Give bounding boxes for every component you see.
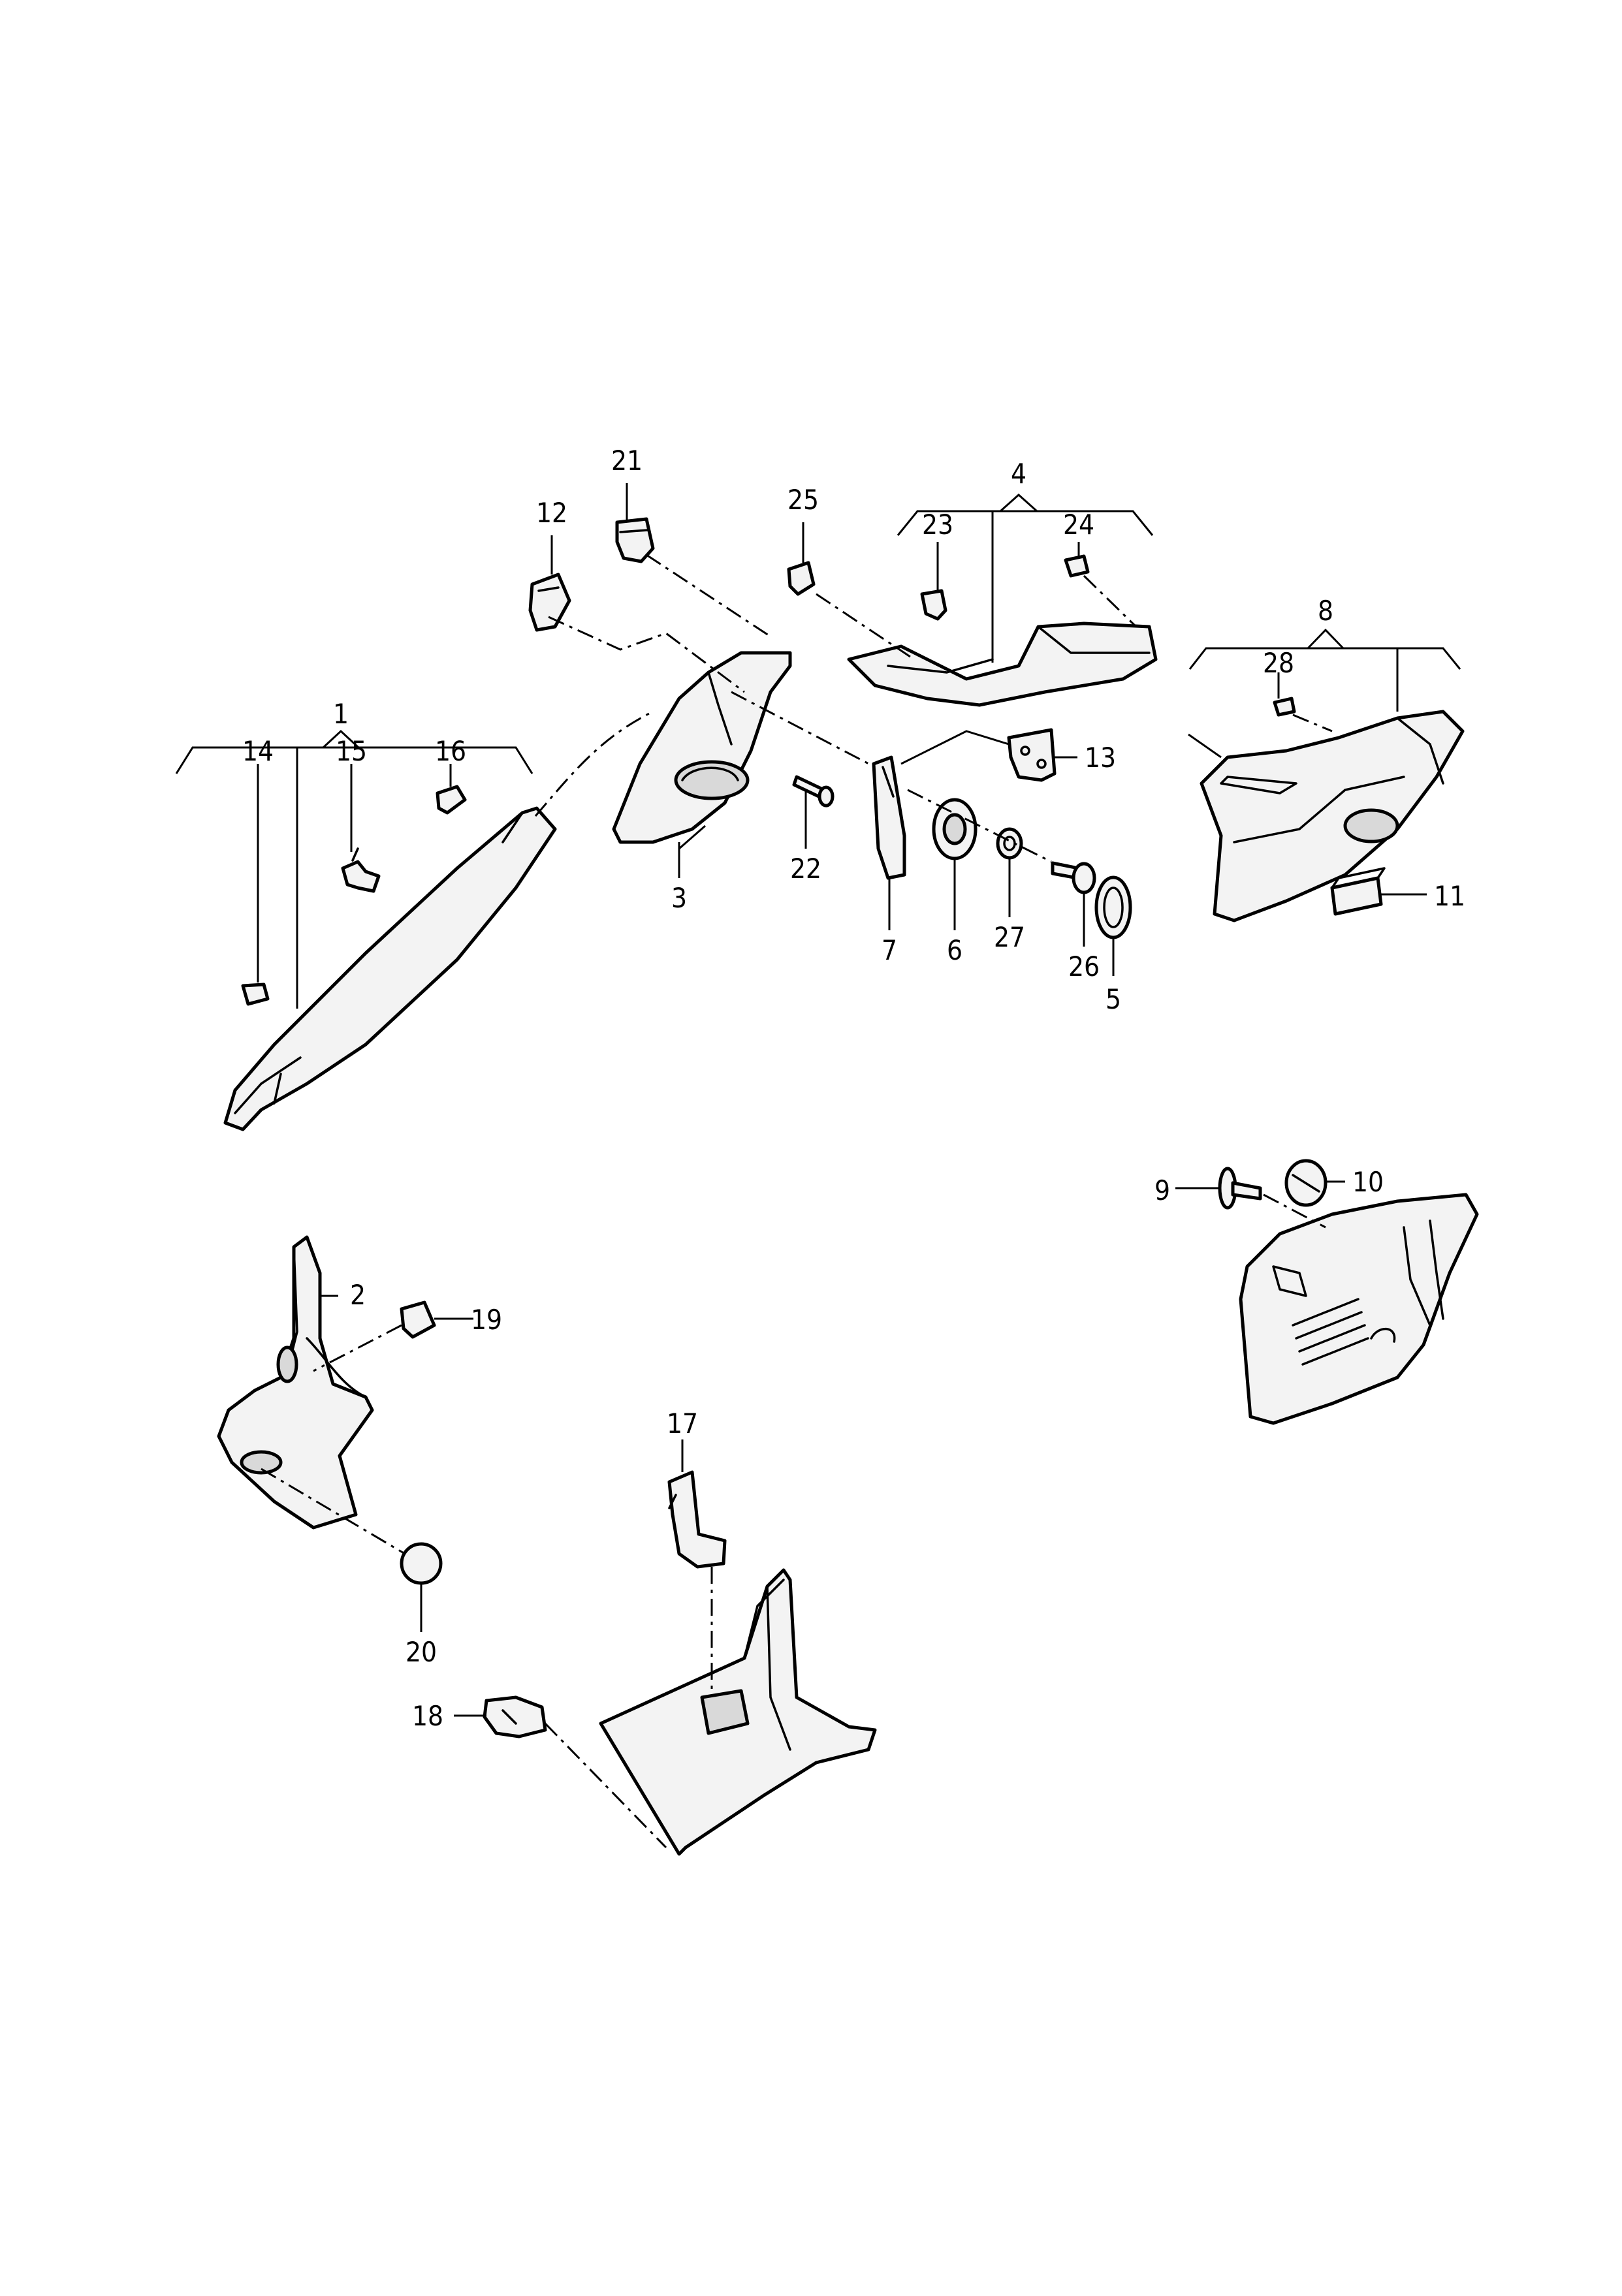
- part-18-clip: [483, 1695, 547, 1738]
- part-3-b-pillar-upper-trim: [612, 651, 792, 844]
- callout-labels: 1 2 3 4 5 6 7 8 9 10 11 12 13 14 15 16 1…: [242, 445, 1465, 1732]
- lower-b-pillar-trim: [599, 1568, 877, 1856]
- callout-12: 12: [536, 497, 567, 529]
- callout-4: 4: [1011, 458, 1026, 490]
- part-7-belt-guide: [872, 755, 906, 880]
- part-24-clip: [1064, 554, 1090, 578]
- callout-22: 22: [790, 853, 821, 885]
- part-21-clip: [615, 517, 655, 563]
- callout-19: 19: [471, 1304, 502, 1336]
- callout-26: 26: [1068, 951, 1100, 983]
- callout-7: 7: [882, 934, 897, 966]
- callout-3: 3: [671, 882, 687, 914]
- part-16-clip: [436, 785, 467, 815]
- part-17-clip: [667, 1470, 727, 1569]
- callout-10: 10: [1352, 1166, 1384, 1198]
- bracket-group-1: [175, 729, 533, 1009]
- callout-9: 9: [1154, 1174, 1170, 1206]
- part-10-clip: [1284, 1159, 1328, 1207]
- callout-23: 23: [922, 509, 953, 541]
- callout-14: 14: [242, 735, 274, 767]
- callout-8: 8: [1318, 595, 1333, 627]
- callout-21: 21: [611, 445, 643, 477]
- callout-11: 11: [1434, 880, 1465, 912]
- part-6-belt-height-adjuster: [932, 798, 978, 860]
- part-22-screw: [792, 775, 835, 808]
- leader-lines: [257, 483, 1427, 1717]
- part-14-clip: [241, 983, 270, 1006]
- part-9-screw: [1218, 1167, 1262, 1210]
- callout-20: 20: [406, 1636, 437, 1668]
- part-8-quarter-trim-upper: [1200, 710, 1465, 922]
- part-28-clip: [1273, 697, 1296, 717]
- part-1-a-pillar-trim: [223, 806, 557, 1131]
- callout-2: 2: [350, 1279, 366, 1311]
- part-26-bolt: [1051, 861, 1096, 894]
- callout-16: 16: [435, 735, 466, 767]
- part-23-clip: [920, 589, 947, 621]
- part-27-washer: [996, 827, 1023, 860]
- callout-17: 17: [667, 1407, 698, 1439]
- bracket-group-8: [1188, 628, 1461, 712]
- callout-1: 1: [333, 698, 349, 730]
- callout-25: 25: [787, 484, 819, 516]
- assembly-lines: [261, 554, 1333, 1849]
- part-12-clip: [528, 573, 571, 632]
- part-19-clip: [400, 1300, 436, 1339]
- callout-6: 6: [947, 934, 962, 966]
- part-5-cap: [1094, 875, 1132, 939]
- callout-18: 18: [412, 1700, 443, 1732]
- callout-27: 27: [994, 921, 1025, 953]
- bracket-group-4: [897, 493, 1154, 663]
- part-2-lower-pillar-trim: [217, 1235, 374, 1530]
- lower-quarter-trim: [1239, 1193, 1479, 1425]
- part-11-cover: [1330, 867, 1386, 916]
- callout-15: 15: [336, 735, 367, 767]
- callout-24: 24: [1063, 509, 1094, 541]
- part-4-upper-trim: [847, 621, 1158, 707]
- part-25-clip: [787, 561, 816, 596]
- callout-5: 5: [1105, 983, 1121, 1015]
- callout-28: 28: [1263, 647, 1294, 679]
- part-20-plug: [400, 1542, 443, 1585]
- part-15-clip: [341, 847, 381, 893]
- part-13-bracket: [1007, 728, 1057, 782]
- callout-13: 13: [1085, 742, 1116, 774]
